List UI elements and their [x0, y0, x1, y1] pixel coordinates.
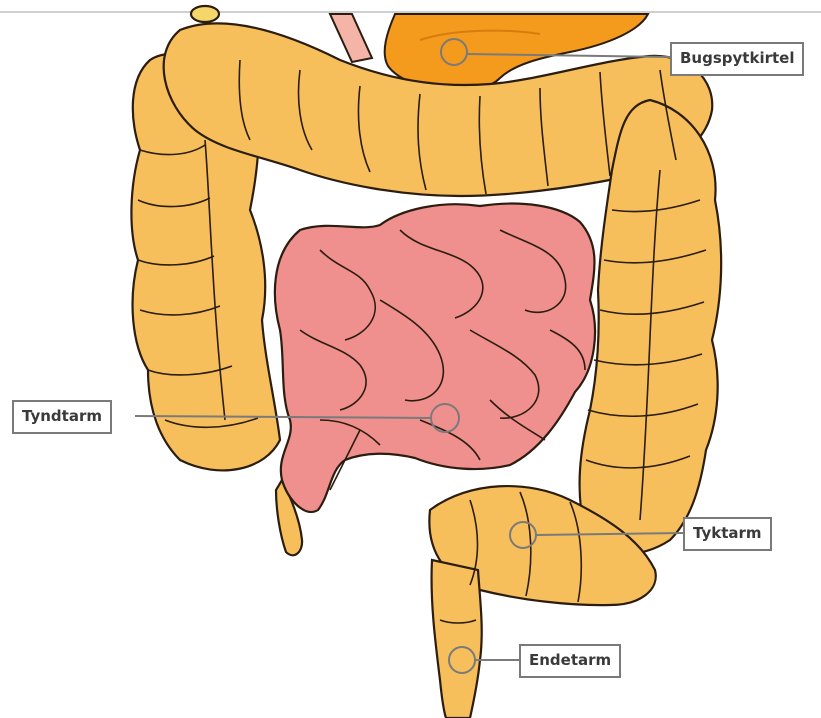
pancreas-label: Bugspytkirtel — [670, 42, 804, 76]
large-intestine-label: Tyktarm — [683, 517, 772, 551]
small-intestine-shape — [275, 204, 595, 512]
upper-tube — [330, 14, 372, 62]
small-intestine-label: Tyndtarm — [12, 400, 112, 434]
rectum-label: Endetarm — [519, 644, 621, 678]
